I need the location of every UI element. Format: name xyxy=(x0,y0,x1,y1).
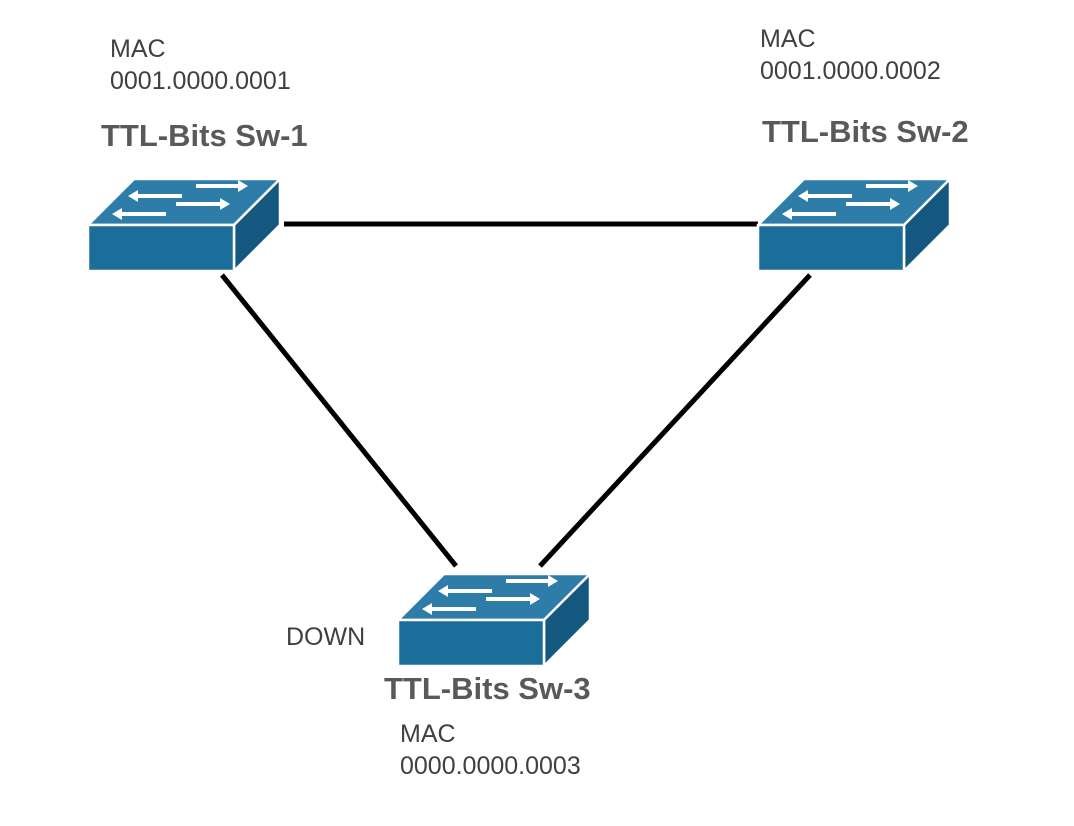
switch-sw3[interactable] xyxy=(396,570,592,668)
sw3-mac-label: MAC 0000.0000.0003 xyxy=(400,718,581,782)
sw2-mac-heading: MAC xyxy=(760,25,816,53)
traffic-arrows-icon xyxy=(112,180,248,220)
sw3-mac-heading: MAC xyxy=(400,720,456,748)
switch-front-face xyxy=(756,223,906,273)
link-sw2-sw3 xyxy=(538,273,812,568)
network-switch-icon xyxy=(396,572,592,668)
network-switch-icon xyxy=(756,177,952,273)
sw2-mac-address: 0001.0000.0002 xyxy=(760,57,941,85)
sw3-mac-address: 0000.0000.0003 xyxy=(400,752,581,780)
sw1-mac-label: MAC 0001.0000.0001 xyxy=(110,33,291,97)
sw1-mac-address: 0001.0000.0001 xyxy=(110,67,291,95)
switch-sw2[interactable] xyxy=(756,175,952,273)
switch-sw1[interactable] xyxy=(86,175,282,273)
sw1-mac-heading: MAC xyxy=(110,35,166,63)
sw2-name: TTL-Bits Sw-2 xyxy=(762,114,969,149)
switch-front-face xyxy=(86,223,236,273)
switch-front-face xyxy=(396,618,546,668)
sw3-port-state: DOWN xyxy=(286,623,366,651)
link-sw1-sw3 xyxy=(220,273,458,568)
traffic-arrows-icon xyxy=(782,180,918,220)
sw2-mac-label: MAC 0001.0000.0002 xyxy=(760,23,941,87)
sw3-name: TTL-Bits Sw-3 xyxy=(384,671,591,706)
sw1-name: TTL-Bits Sw-1 xyxy=(101,118,308,153)
network-switch-icon xyxy=(86,177,282,273)
traffic-arrows-icon xyxy=(422,575,558,615)
